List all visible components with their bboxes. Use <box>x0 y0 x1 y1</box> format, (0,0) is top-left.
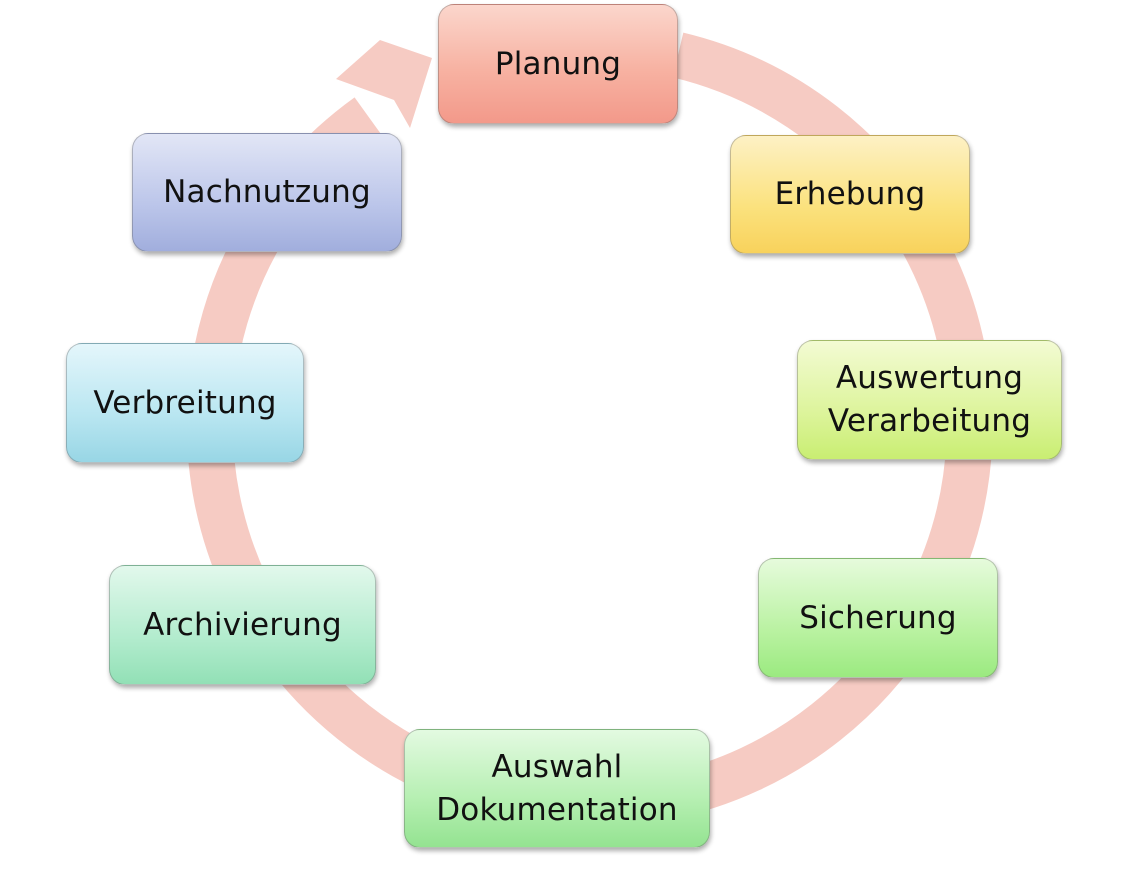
stage-label-planung: Planung <box>494 45 622 82</box>
stage-label-erhebung: Erhebung <box>774 176 926 212</box>
stage-label-sicherung: Sicherung <box>799 599 957 636</box>
cycle-arrowhead <box>336 40 432 128</box>
stage-erhebung: Erhebung <box>730 135 970 254</box>
stage-sicherung: Sicherung <box>758 558 998 678</box>
stage-verbreitung: Verbreitung <box>66 343 304 463</box>
stage-label-verbreitung: Verbreitung <box>93 384 277 421</box>
stage-label-auswertung-verarbeitung: Auswertung Verarbeitung <box>827 360 1032 439</box>
stage-label-auswahl-dokumentation: Auswahl Dokumentation <box>436 748 678 828</box>
stage-label-nachnutzung: Nachnutzung <box>163 174 371 210</box>
stage-auswahl-dokumentation: Auswahl Dokumentation <box>404 729 710 848</box>
stage-nachnutzung: Nachnutzung <box>132 133 402 252</box>
stage-archivierung: Archivierung <box>109 565 376 685</box>
stage-auswertung-verarbeitung: Auswertung Verarbeitung <box>797 340 1062 460</box>
stage-label-archivierung: Archivierung <box>143 606 342 643</box>
stage-planung: Planung <box>438 4 678 124</box>
